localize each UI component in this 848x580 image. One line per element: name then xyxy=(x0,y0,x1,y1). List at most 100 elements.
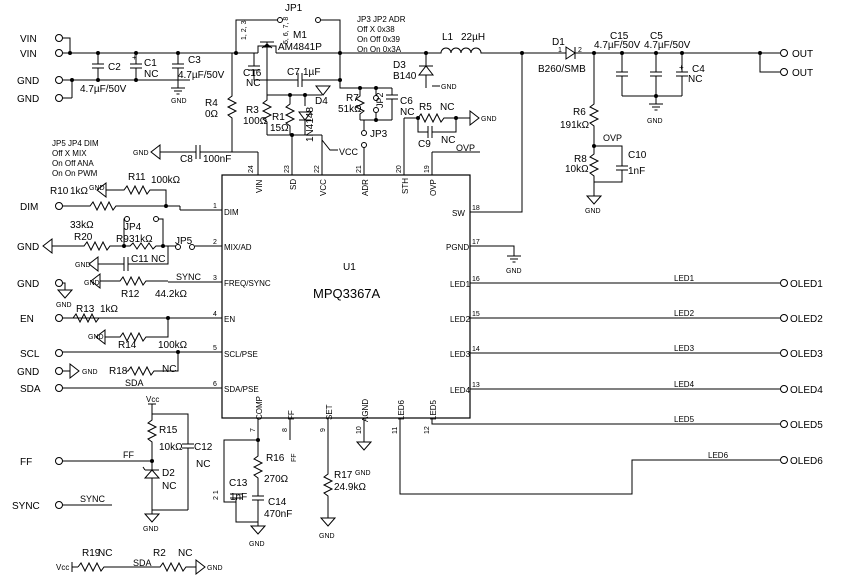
resistor-r18: R18 NC xyxy=(109,352,179,377)
jumper-jp2[interactable]: JP2 xyxy=(373,88,386,113)
svg-text:SD: SD xyxy=(289,179,298,190)
led4-output: LED4 OLED4 xyxy=(674,380,823,396)
resistor-r17: R17 24.9kΩ xyxy=(322,470,366,518)
svg-text:R5: R5 xyxy=(419,102,432,113)
left-pin-2: 2 MIX/AD xyxy=(195,239,252,252)
jumper-jp5[interactable]: JP5 xyxy=(163,236,195,250)
svg-text:17: 17 xyxy=(472,239,480,246)
capacitor-c15: C15 4.7µF/50V xyxy=(594,31,641,96)
svg-text:FF: FF xyxy=(291,453,298,462)
resistor-r6: R6 191kΩ xyxy=(560,53,600,146)
svg-text:LED5: LED5 xyxy=(429,399,438,420)
svg-text:SYNC: SYNC xyxy=(80,494,106,504)
jumper-jp3[interactable]: JP3 xyxy=(361,129,388,152)
svg-text:22: 22 xyxy=(314,165,321,173)
svg-text:4.7µF/50V: 4.7µF/50V xyxy=(594,40,641,51)
svg-text:R16: R16 xyxy=(266,453,285,464)
svg-text:11: 11 xyxy=(392,427,399,434)
svg-text:GND: GND xyxy=(441,84,457,91)
gnd-connector-mix: GND xyxy=(17,237,70,255)
svg-text:VCC: VCC xyxy=(339,147,359,157)
svg-text:OUT: OUT xyxy=(792,49,813,60)
svg-text:4.7µF/50V: 4.7µF/50V xyxy=(80,84,127,95)
gnd-connector-1: GND xyxy=(17,76,63,87)
svg-text:DIM: DIM xyxy=(224,208,239,217)
resistor-r20: 33kΩ R20 xyxy=(70,220,124,252)
svg-text:+: + xyxy=(132,53,137,62)
svg-text:100kΩ: 100kΩ xyxy=(158,340,188,351)
jumper-jp1[interactable]: JP1 xyxy=(235,3,341,53)
jumper-jp4[interactable]: JP4 xyxy=(123,216,164,247)
svg-text:Vcc: Vcc xyxy=(146,395,159,404)
svg-text:LED2: LED2 xyxy=(674,309,695,318)
svg-text:R14: R14 xyxy=(118,340,137,351)
gnd-symbol-r8: GND xyxy=(585,190,603,215)
svg-text:LED1: LED1 xyxy=(674,274,695,283)
svg-text:OVP: OVP xyxy=(429,179,438,196)
svg-text:B140: B140 xyxy=(393,71,417,82)
svg-text:C9: C9 xyxy=(418,139,431,150)
svg-text:24: 24 xyxy=(248,165,255,173)
svg-text:R18: R18 xyxy=(109,366,128,377)
svg-text:OLED1: OLED1 xyxy=(790,279,823,290)
svg-text:VIN: VIN xyxy=(255,179,264,193)
svg-text:D4: D4 xyxy=(315,96,328,107)
diode-d3: D3 B140 GND xyxy=(393,53,457,91)
svg-text:1N4148: 1N4148 xyxy=(305,107,316,142)
svg-text:C7: C7 xyxy=(287,67,300,78)
left-pin-4: 4 EN xyxy=(62,311,235,324)
svg-text:EN: EN xyxy=(20,314,34,325)
svg-text:JP3: JP3 xyxy=(370,129,388,140)
resistor-r19: R19 NC xyxy=(77,548,148,573)
gnd-connector-r18: GND GND xyxy=(17,362,98,380)
svg-text:GND: GND xyxy=(17,76,39,87)
svg-text:OLED2: OLED2 xyxy=(790,314,823,325)
svg-text:9: 9 xyxy=(320,428,327,432)
svg-text:SET: SET xyxy=(325,404,334,420)
svg-text:B260/SMB: B260/SMB xyxy=(538,64,586,75)
top-pin-22: 22 VCC xyxy=(314,135,328,196)
svg-text:NC: NC xyxy=(196,459,210,470)
svg-text:FREQ/SYNC: FREQ/SYNC xyxy=(224,279,271,288)
bottom-pin-10: 10 AGND GND xyxy=(355,399,373,477)
svg-text:C5: C5 xyxy=(650,31,663,42)
svg-text:7: 7 xyxy=(250,428,257,432)
capacitor-c4: + C4 NC xyxy=(676,53,705,96)
svg-text:2: 2 xyxy=(578,47,582,54)
capacitor-c13: C13 1nF 2 1 xyxy=(213,478,258,523)
svg-text:GND: GND xyxy=(143,526,159,533)
svg-text:On Off ANA: On Off ANA xyxy=(52,159,94,168)
capacitor-c14: C14 470nF xyxy=(252,495,292,522)
svg-text:NC: NC xyxy=(98,548,112,559)
svg-text:R7: R7 xyxy=(346,93,359,104)
resistor-r12: GND R12 44.2kΩ SYNC xyxy=(84,272,202,300)
svg-text:SDA/PSE: SDA/PSE xyxy=(224,385,259,394)
vin-connector-2: VIN xyxy=(20,49,63,60)
svg-text:NC: NC xyxy=(400,107,414,118)
capacitor-c8: GND C8 100nF xyxy=(133,143,232,165)
svg-text:100nF: 100nF xyxy=(203,154,231,165)
svg-text:C12: C12 xyxy=(194,442,213,453)
svg-text:1kΩ: 1kΩ xyxy=(100,304,119,315)
svg-text:GND: GND xyxy=(647,118,663,125)
svg-text:5: 5 xyxy=(213,345,217,352)
svg-text:R8: R8 xyxy=(574,154,587,165)
ic-part: MPQ3367A xyxy=(313,286,381,301)
svg-text:OLED3: OLED3 xyxy=(790,349,823,360)
svg-text:6: 6 xyxy=(213,381,217,388)
svg-text:OUT: OUT xyxy=(792,68,813,79)
gnd-symbol-d2: GND xyxy=(143,510,161,533)
svg-text:C1: C1 xyxy=(144,58,157,69)
svg-text:STH: STH xyxy=(401,178,410,194)
svg-text:R20: R20 xyxy=(74,232,93,243)
gnd-connector-2: GND xyxy=(17,94,63,105)
zener-d2: D2 NC xyxy=(142,456,176,510)
diode-d1: D1 1 2 B260/SMB xyxy=(538,37,780,75)
svg-text:C14: C14 xyxy=(268,497,287,508)
svg-text:Vcc: Vcc xyxy=(56,563,69,572)
svg-text:COMP: COMP xyxy=(255,396,264,420)
svg-text:OLED5: OLED5 xyxy=(790,420,823,431)
svg-text:GND: GND xyxy=(17,242,39,253)
out-connector-2: OUT xyxy=(780,68,813,79)
en-connector: EN xyxy=(20,314,63,325)
